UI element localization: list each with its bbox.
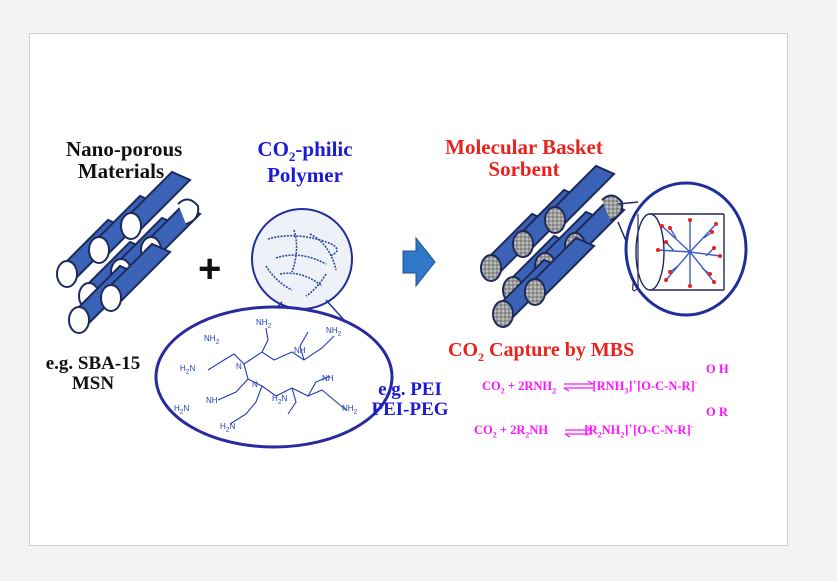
pei-label: N: [252, 380, 258, 389]
nano-porous-title: Nano-porous Materials: [66, 137, 183, 184]
polymer-title: CO2-philic Polymer: [242, 138, 368, 186]
filled-tube: [544, 164, 616, 234]
nano-examples: e.g. SBA-15 MSN: [38, 354, 148, 394]
figure-frame: +: [29, 33, 788, 546]
pei-label: NH: [206, 396, 218, 405]
tube: [120, 170, 192, 240]
nano-example-line2: MSN: [71, 372, 115, 394]
pei-label: H2N: [220, 422, 236, 434]
mbs-title-line1: Molecular Basket: [445, 135, 603, 159]
mbs-title-line2: Sorbent: [488, 157, 560, 182]
polymer-circle: [251, 208, 353, 310]
equilibrium-arrow: [564, 426, 593, 438]
process-arrow: [402, 236, 436, 288]
pei-label: NH2: [326, 326, 342, 338]
nano-example-line1: e.g. SBA-15: [45, 353, 141, 374]
equilibrium-arrow: [563, 380, 594, 392]
pei-label: N: [236, 362, 242, 371]
nanoporous-bundle: [56, 170, 202, 334]
filled-tube: [524, 236, 596, 306]
eq1-substituents: O H: [706, 362, 729, 376]
equation-primary-amine: CO2 + 2RNH2 [RNH3]+[O-C-N-R]-: [482, 378, 698, 396]
pei-label: NH2: [204, 334, 220, 346]
mbs-bundle: [480, 164, 626, 328]
polymer-example-line2: PEI-PEG: [371, 398, 449, 420]
pei-label: H2N: [174, 404, 190, 416]
pei-label: H2N: [272, 394, 288, 406]
pei-label: NH: [322, 374, 334, 383]
nano-title-line2: Materials: [77, 159, 165, 184]
polymer-title-line1: CO2-philic: [257, 137, 353, 165]
capture-heading: CO2 Capture by MBS: [448, 339, 635, 364]
pei-label: NH: [294, 346, 306, 355]
tube: [100, 242, 172, 312]
nano-title-line1: Nano-porous: [66, 137, 183, 161]
plus-sign: +: [198, 247, 221, 291]
magnified-pore: [624, 181, 748, 317]
diagram-artwork: +: [56, 164, 748, 449]
zoom-line: [325, 299, 345, 321]
pei-label: H2N: [180, 364, 196, 376]
equation-secondary-amine: CO2 + 2R2NH [R2NH2]+[O-C-N-R]-: [474, 422, 694, 440]
polymer-examples: e.g. PEI PEI-PEG: [356, 380, 464, 420]
polymer-example-line1: e.g. PEI: [378, 379, 442, 400]
zoom-line: [617, 201, 639, 205]
mbs-title: Molecular Basket Sorbent: [426, 136, 622, 180]
eq2-substituents: O R: [706, 405, 728, 419]
pei-skeleton: [207, 327, 347, 425]
pei-label: NH2: [342, 404, 358, 416]
pei-label: NH2: [256, 318, 272, 330]
polymer-title-line2: Polymer: [267, 162, 343, 187]
pei-structure-oval: [154, 305, 394, 449]
